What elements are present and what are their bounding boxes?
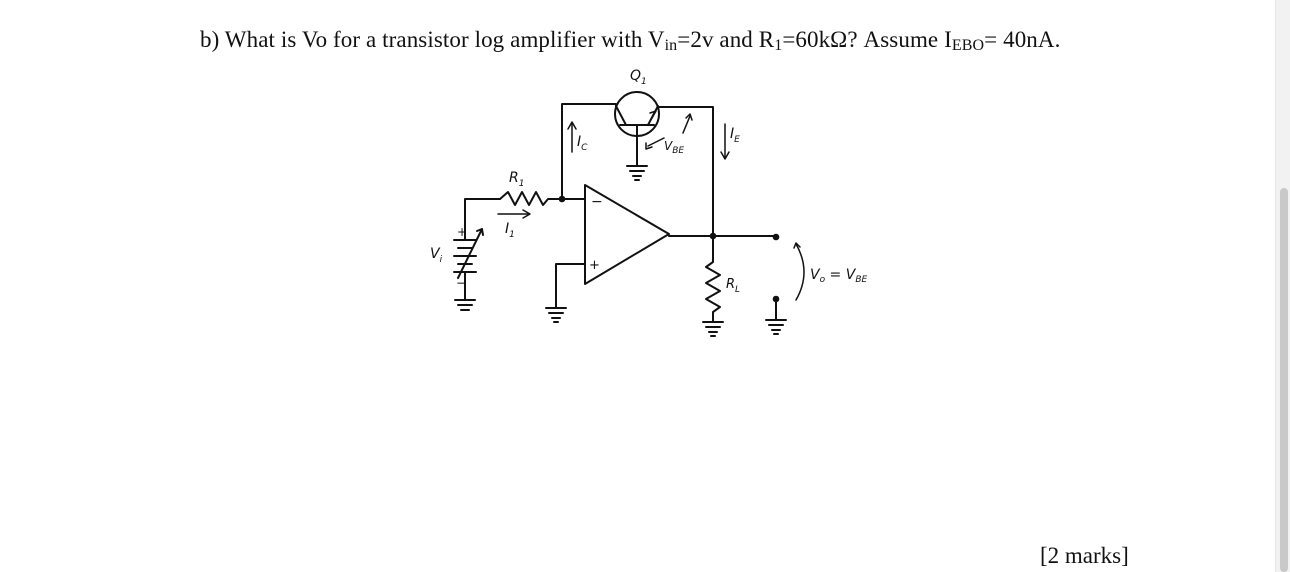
vbe-arrow-2 [682, 115, 691, 134]
question-prefix: b) What is Vo for a transistor log ampli… [200, 27, 665, 52]
vbe-arrow-head-2 [685, 113, 693, 121]
transistor-emitter-arrow [649, 110, 657, 119]
opamp-noninverting-sign: + [589, 258, 600, 273]
op-amp-body [584, 184, 670, 285]
q1-label: Q1 [630, 68, 647, 87]
junction-dot-inverting [558, 195, 566, 203]
question-text: b) What is Vo for a transistor log ampli… [200, 27, 1060, 55]
vi-minus-sign: − [456, 276, 466, 290]
ground-terminal [772, 295, 780, 303]
r1-label: R1 [509, 170, 524, 189]
question-mid2: =60kΩ? Assume I [782, 27, 952, 52]
junction-dot-output [709, 232, 717, 240]
ic-arrow-head [567, 121, 577, 130]
source-arrow-head [476, 228, 484, 236]
emitter-wire [657, 105, 714, 237]
scrollbar-thumb[interactable] [1280, 188, 1288, 572]
question-suffix: = 40nA. [984, 27, 1061, 52]
collector-wire [561, 103, 617, 200]
resistor-rl [705, 235, 721, 323]
transistor-collector-lead [615, 105, 627, 126]
vbe-label: VBE [664, 139, 684, 156]
i1-arrow-head [522, 209, 531, 219]
question-sub-ebo: EBO [951, 37, 985, 54]
vertical-scrollbar[interactable] [1275, 0, 1290, 572]
ic-label: IC [577, 134, 588, 153]
vo-label: Vo = VBE [810, 267, 867, 285]
marks-label: [2 marks] [1040, 543, 1129, 568]
i1-label: I1 [505, 221, 515, 240]
vi-label: Vi [430, 246, 443, 265]
resistor-r1 [499, 191, 586, 206]
input-wire [464, 198, 501, 241]
vbe-arrow-1 [647, 137, 665, 147]
question-mid1: =2v and R [677, 27, 775, 52]
question-sub-1: 1 [774, 37, 783, 54]
question-sub-in: in [664, 37, 678, 54]
ie-arrow-head [720, 151, 730, 160]
vo-bracket [795, 243, 805, 301]
rl-label: RL [726, 277, 740, 295]
ie-label: IE [730, 126, 740, 145]
vi-plus-sign: + [457, 225, 467, 239]
vbe-arrow-head-1 [645, 142, 653, 150]
opamp-inverting-sign: − [591, 194, 603, 210]
output-terminal [772, 233, 780, 241]
vo-bracket-arrow [793, 242, 801, 249]
source-variable-arrow [457, 228, 483, 279]
noninverting-input-wire [555, 263, 586, 309]
